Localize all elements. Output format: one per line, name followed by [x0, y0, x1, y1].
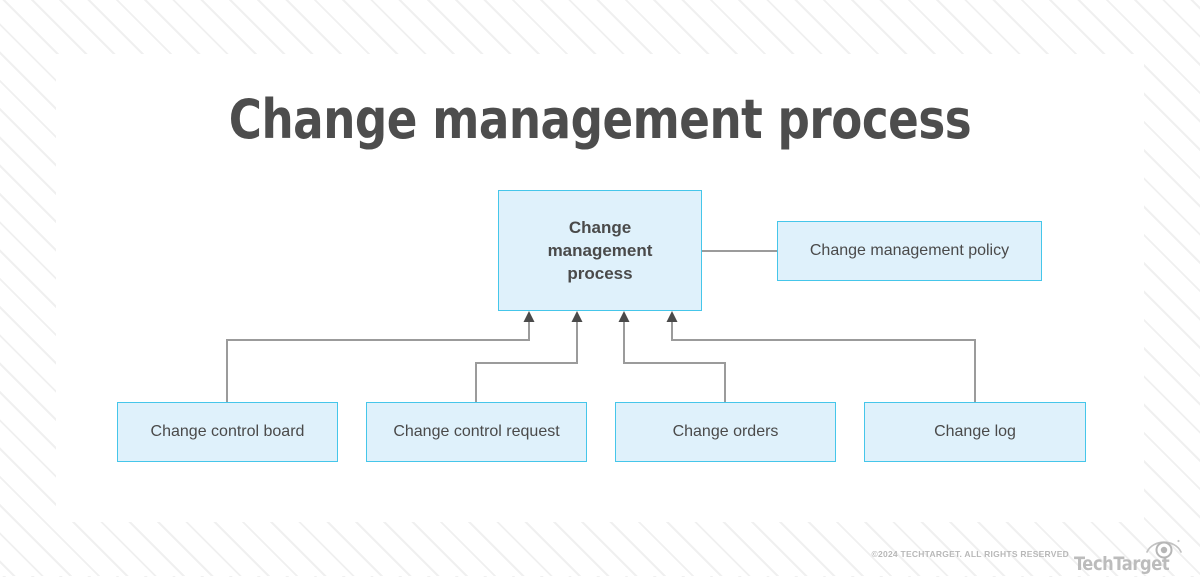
techtarget-wordmark: TechTarget	[1074, 553, 1170, 575]
node-change-control-request[interactable]: Change control request	[366, 402, 587, 462]
node-change-management-process[interactable]: Change management process	[498, 190, 702, 311]
node-change-control-board[interactable]: Change control board	[117, 402, 338, 462]
node-change-orders[interactable]: Change orders	[615, 402, 836, 462]
node-change-management-policy[interactable]: Change management policy	[777, 221, 1042, 281]
techtarget-logo: TechTarget	[1074, 537, 1186, 577]
node-change-log[interactable]: Change log	[864, 402, 1086, 462]
copyright-text: ©2024 TECHTARGET. ALL RIGHTS RESERVED	[871, 549, 1069, 559]
footer: ©2024 TECHTARGET. ALL RIGHTS RESERVED Te…	[0, 537, 1200, 577]
page-title: Change management process	[228, 88, 972, 151]
eye-icon	[1146, 539, 1182, 559]
